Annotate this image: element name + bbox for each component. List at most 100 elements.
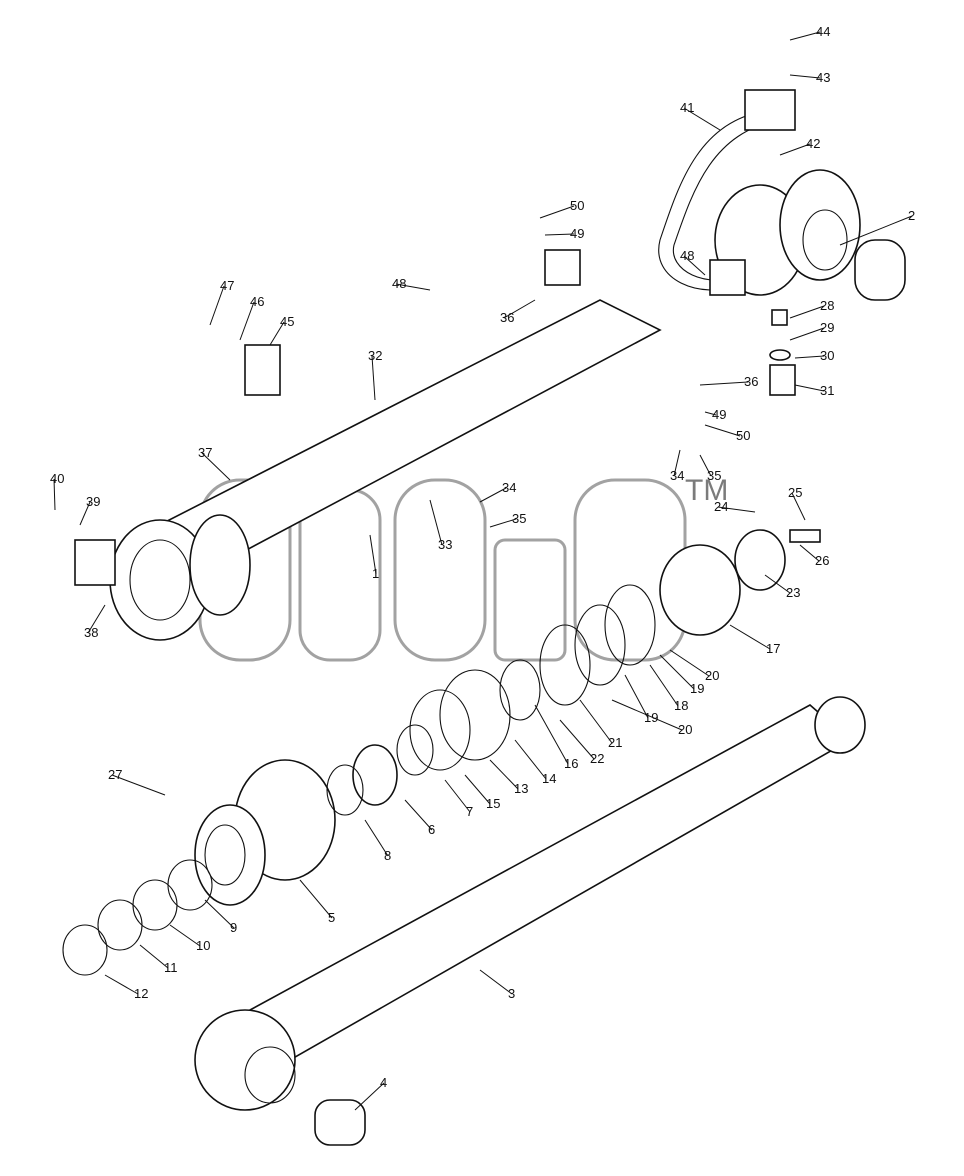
part-number-label: 35 — [512, 511, 526, 526]
flange-block-top — [744, 89, 796, 131]
clamp-36-side — [709, 259, 746, 296]
part-number-label: 5 — [328, 910, 335, 925]
fitting-31 — [769, 364, 796, 396]
part-number-label: 43 — [816, 70, 830, 85]
part-number-label: 17 — [766, 641, 780, 656]
leader-line — [699, 381, 749, 386]
part-number-label: 23 — [786, 585, 800, 600]
part-number-label: 6 — [428, 822, 435, 837]
leader-line — [514, 739, 547, 780]
part-number-label: 50 — [736, 428, 750, 443]
part-number-label: 45 — [280, 314, 294, 329]
part-number-label: 9 — [230, 920, 237, 935]
part-number-label: 10 — [196, 938, 210, 953]
leader-line — [839, 215, 913, 246]
part-number-label: 44 — [816, 24, 830, 39]
small-hardware — [74, 249, 821, 586]
leader-line — [354, 1082, 385, 1111]
leader-line — [369, 534, 377, 575]
piston-rod — [194, 696, 866, 1146]
part-number-label: 13 — [514, 781, 528, 796]
plug-28 — [771, 309, 788, 326]
leader-line — [79, 501, 91, 526]
leader-line — [789, 327, 825, 341]
part-number-label: 16 — [564, 756, 578, 771]
part-number-label: 34 — [502, 480, 516, 495]
leader-line — [53, 478, 56, 511]
part-number-label: 12 — [134, 986, 148, 1001]
part-number-label: 8 — [384, 848, 391, 863]
part-number-label: 48 — [392, 276, 406, 291]
leader-line — [669, 649, 710, 677]
leader-line — [699, 454, 712, 477]
leader-line — [104, 974, 139, 995]
cylinder-rod-eye-end — [714, 169, 906, 301]
leader-line — [111, 774, 166, 796]
leader-line — [683, 255, 706, 276]
leader-line — [673, 449, 681, 477]
leader-line — [779, 143, 811, 156]
part-number-label: 48 — [680, 248, 694, 263]
leader-line — [789, 305, 825, 319]
part-number-label: 24 — [714, 499, 728, 514]
part-number-label: 27 — [108, 767, 122, 782]
part-number-label: 40 — [50, 471, 64, 486]
leader-line — [789, 74, 821, 79]
clamp-36-top — [544, 249, 581, 286]
part-number-label: 4 — [380, 1075, 387, 1090]
leader-line — [139, 944, 169, 969]
leader-line — [534, 704, 569, 765]
leader-line — [789, 31, 821, 41]
leader-line — [464, 774, 491, 805]
part-number-label: 21 — [608, 735, 622, 750]
barrel-tube — [109, 299, 662, 641]
part-number-label: 30 — [820, 348, 834, 363]
leader-line — [299, 879, 333, 919]
leader-line — [201, 452, 231, 481]
part-number-label: 19 — [644, 710, 658, 725]
leader-line — [704, 424, 741, 437]
leader-line — [489, 759, 519, 790]
leader-line — [204, 899, 235, 929]
part-number-label: 38 — [84, 625, 98, 640]
leader-line — [395, 283, 431, 291]
part-number-label: 47 — [220, 278, 234, 293]
leader-line — [717, 506, 756, 513]
seal-rings — [326, 529, 786, 816]
trademark-mark: TM — [685, 474, 728, 507]
leader-line — [729, 624, 771, 650]
leader-line — [794, 355, 825, 359]
leader-line — [764, 574, 791, 594]
part-number-label: 28 — [820, 298, 834, 313]
o-ring-30 — [769, 349, 791, 361]
pin-25 — [789, 529, 821, 543]
part-number-label: 41 — [680, 100, 694, 115]
leader-line — [559, 719, 595, 760]
part-number-label: 20 — [678, 722, 692, 737]
leader-line — [683, 107, 721, 131]
leader-line — [659, 654, 695, 690]
leader-line — [269, 321, 285, 346]
part-number-label: 36 — [500, 310, 514, 325]
part-number-label: 49 — [712, 407, 726, 422]
bracket-45 — [244, 344, 281, 396]
part-number-label: 25 — [788, 485, 802, 500]
part-number-label: 50 — [570, 198, 584, 213]
cylinder-head — [194, 759, 336, 906]
leader-line — [209, 285, 225, 326]
leader-line — [624, 674, 649, 719]
leader-line — [429, 499, 443, 546]
leader-line — [239, 301, 255, 341]
leader-line — [579, 699, 613, 744]
part-number-label: 26 — [815, 553, 829, 568]
leader-line — [799, 544, 820, 562]
part-number-label: 29 — [820, 320, 834, 335]
part-number-label: 33 — [438, 537, 452, 552]
part-number-label: 42 — [806, 136, 820, 151]
leader-line — [611, 699, 683, 731]
part-number-label: 15 — [486, 796, 500, 811]
part-number-label: 3 — [508, 986, 515, 1001]
part-number-label: 34 — [670, 468, 684, 483]
part-number-label: 46 — [250, 294, 264, 309]
